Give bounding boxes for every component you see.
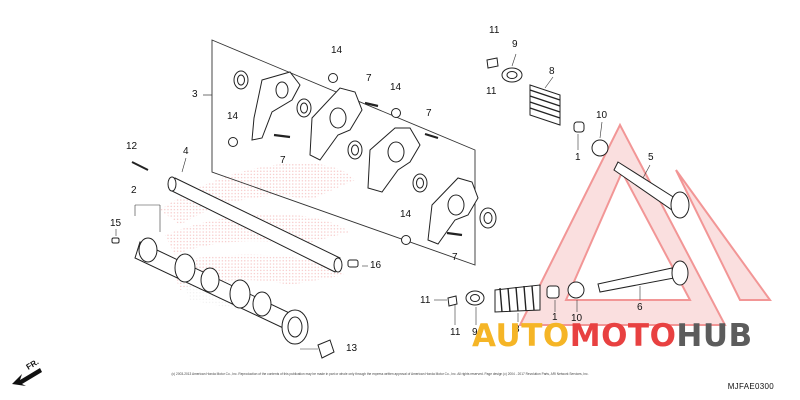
callout-8-low: 8: [514, 324, 520, 335]
rocker-arm-4: [427, 177, 497, 245]
rocker-shaft: [167, 176, 359, 273]
watermark-auto: AUTO: [472, 318, 570, 354]
front-direction-arrow-icon: [12, 368, 42, 386]
adjust-screws: [273, 101, 463, 237]
callout-7-low: 7: [452, 252, 458, 263]
watermark-text: AUTOMOTOHUB: [472, 318, 753, 354]
callout-4: 4: [183, 146, 189, 157]
callout-5: 5: [648, 152, 654, 163]
callout-11-top-a: 11: [489, 25, 500, 36]
callout-14-mid: 14: [390, 82, 402, 93]
callout-8-top: 8: [549, 66, 555, 77]
rocker-arm-3: [367, 127, 428, 193]
callout-11-low-a: 11: [420, 295, 431, 306]
watermark-moto: MOTO: [569, 318, 677, 354]
callout-14-low: 14: [400, 209, 412, 220]
watermark-hub: HUB: [676, 318, 753, 354]
callout-1-top: 1: [575, 152, 581, 163]
callout-9-low: 9: [472, 327, 478, 338]
callout-14-left: 14: [227, 111, 239, 122]
rocker-arm-group-frame: [211, 39, 476, 266]
callout-10-low: 10: [571, 313, 583, 324]
camshaft: [111, 161, 335, 359]
callout-3: 3: [192, 89, 198, 100]
callout-14-top: 14: [331, 45, 343, 56]
valve-lower-assembly: [447, 260, 689, 313]
callout-2: 2: [131, 185, 137, 196]
callout-12: 12: [126, 141, 138, 152]
callout-7-top: 7: [366, 73, 372, 84]
leader-lines: [115, 53, 651, 350]
rocker-arm-2: [296, 87, 363, 161]
callout-10-top: 10: [596, 110, 608, 121]
callout-9-top: 9: [512, 39, 518, 50]
callout-6: 6: [637, 302, 643, 313]
callout-7-left: 7: [280, 155, 286, 166]
callout-13: 13: [346, 343, 358, 354]
callout-1-low: 1: [552, 312, 558, 323]
copyright-caption: (c) 2003-2013 American Honda Motor Co., …: [171, 372, 589, 376]
rocker-arm-1: [233, 70, 301, 141]
callout-16: 16: [370, 260, 382, 271]
callout-11-low-b: 11: [450, 327, 461, 338]
callout-11-top-b: 11: [486, 86, 497, 97]
callout-15: 15: [110, 218, 122, 229]
adjust-nuts: [228, 73, 411, 245]
diagram-code: MJFAE0300: [727, 382, 774, 391]
callout-7-mid: 7: [426, 108, 432, 119]
valve-upper-assembly: [486, 57, 690, 219]
